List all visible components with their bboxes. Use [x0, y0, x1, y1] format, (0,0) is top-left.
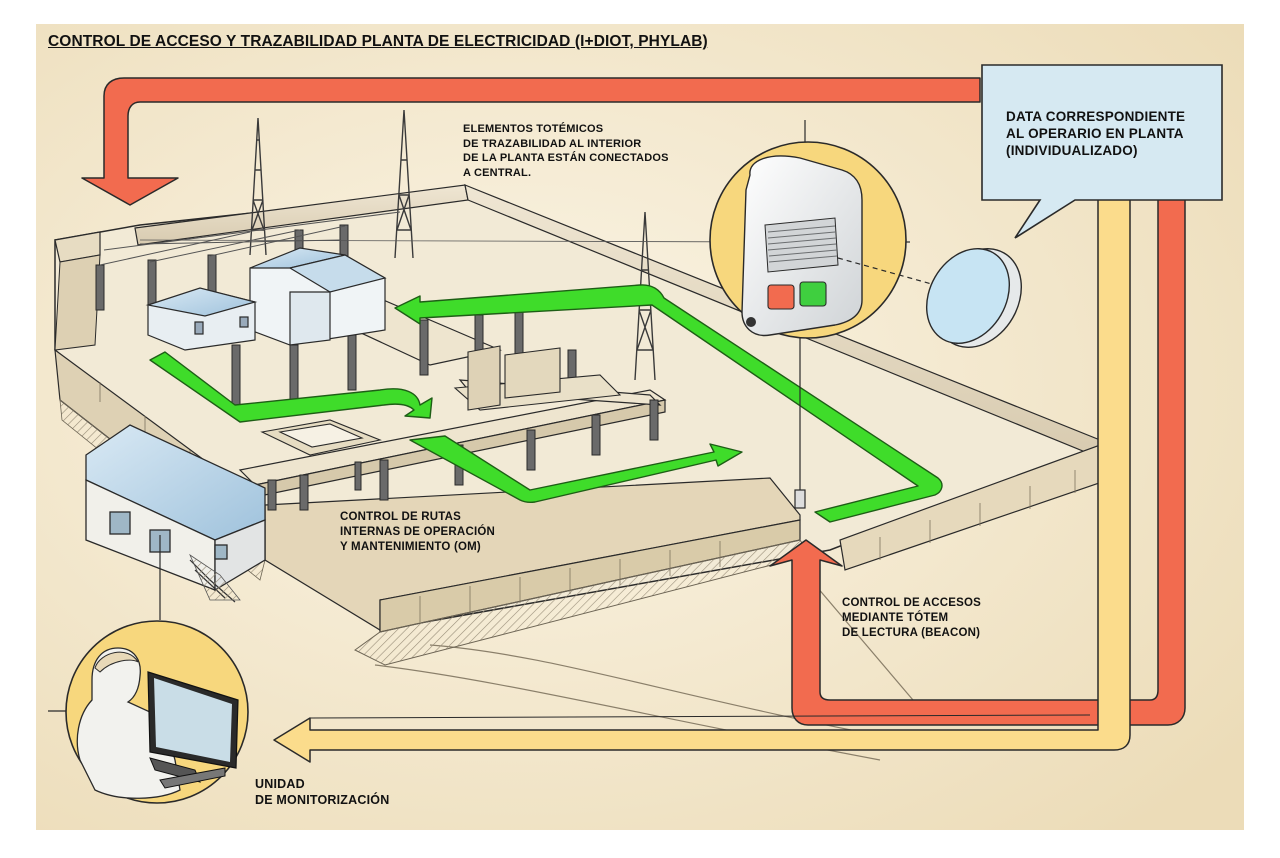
beacon-red-button	[767, 284, 795, 310]
totems-caption-line: A CENTRAL.	[463, 166, 532, 179]
overhead-wires	[99, 211, 401, 266]
transformer-block	[260, 345, 622, 456]
operator-id-tag	[925, 248, 1023, 348]
access-control-line: CONTROL DE ACCESOS	[842, 597, 982, 609]
operator-data-line: DATA CORRESPONDIENTE	[1006, 109, 1186, 124]
monitoring-unit-caption: UNIDAD DE MONITORIZACIÓN	[255, 776, 389, 808]
access-control-caption: CONTROL DE ACCESOS MEDIANTE TÓTEM DE LEC…	[842, 596, 981, 641]
operator-data-caption: DATA CORRESPONDIENTE AL OPERARIO EN PLAN…	[1006, 108, 1185, 159]
internal-routes-line: Y MANTENIMIENTO (OM)	[340, 541, 481, 553]
substation-pylons	[95, 224, 659, 511]
green-route-arrows	[149, 284, 943, 523]
totems-caption-line: DE LA PLANTA ESTÁN CONECTADOS	[463, 152, 669, 164]
beacon-green-button	[799, 281, 827, 307]
internal-routes-caption: CONTROL DE RUTAS INTERNAS DE OPERACIÓN Y…	[340, 510, 495, 555]
red-data-arrow	[81, 77, 1186, 726]
monitoring-unit-detail	[65, 620, 249, 804]
yellow-data-arrow	[273, 197, 1131, 763]
operator-data-callout	[981, 64, 1223, 239]
totems-caption-line: DE TRAZABILIDAD AL INTERIOR	[463, 137, 642, 150]
access-control-line: DE LECTURA (BEACON)	[842, 627, 981, 639]
internal-routes-line: CONTROL DE RUTAS	[340, 511, 461, 523]
transmission-towers	[249, 109, 656, 381]
yellow-arrow-inner-line	[309, 714, 1091, 719]
operator-data-line: AL OPERARIO EN PLANTA	[1006, 126, 1184, 141]
control-building	[145, 247, 387, 351]
monitoring-unit-line: DE MONITORIZACIÓN	[255, 793, 390, 807]
beacon-totem-detail	[709, 141, 976, 339]
green-route-upper	[149, 351, 433, 423]
internal-routes-line: INTERNAS DE OPERACIÓN	[340, 526, 495, 538]
monitoring-unit-line: UNIDAD	[255, 777, 305, 791]
totems-caption: ELEMENTOS TOTÉMICOS DE TRAZABILIDAD AL I…	[463, 122, 669, 180]
green-route-right	[394, 284, 943, 523]
access-control-line: MEDIANTE TÓTEM	[842, 612, 949, 624]
green-route-lower	[409, 435, 743, 504]
page-title: CONTROL DE ACCESO Y TRAZABILIDAD PLANTA …	[48, 33, 708, 50]
totem-posts	[139, 120, 910, 509]
operator-data-line: (INDIVIDUALIZADO)	[1006, 143, 1138, 158]
totems-caption-line: ELEMENTOS TOTÉMICOS	[463, 123, 604, 135]
